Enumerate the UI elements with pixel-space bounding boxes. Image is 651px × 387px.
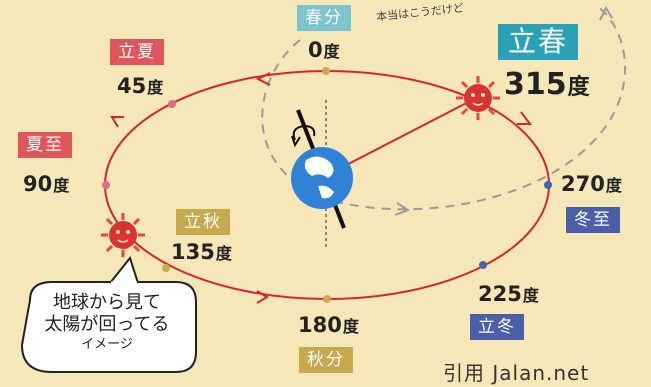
degree-unit: 度: [323, 42, 340, 61]
degree-value: 45: [117, 74, 147, 98]
bubble-line-1: 地球から見て: [53, 292, 161, 313]
speech-bubble: [20, 281, 197, 373]
degree-value: 135: [171, 240, 215, 264]
degree-risshun: 315度: [504, 67, 590, 102]
degree-unit: 度: [342, 317, 359, 336]
speech-bubble-tail: [109, 255, 139, 284]
label-geshi: 夏至: [18, 132, 72, 158]
label-risshu: 立秋: [176, 209, 230, 235]
bubble-line-3: イメージ: [81, 337, 133, 352]
citation-text: 引用 Jalan.net: [443, 361, 590, 385]
orbit-arrow-left: [110, 116, 124, 128]
point-dot-ritto: [479, 261, 487, 269]
degree-toji: 270度: [561, 172, 622, 196]
degree-risshu: 135度: [171, 240, 232, 264]
bubble-line-2: 太陽が回ってる: [44, 314, 170, 335]
label-shunbun: 春分: [297, 5, 351, 31]
point-dot-shubun: [323, 295, 331, 303]
label-toji: 冬至: [566, 207, 620, 233]
degree-value: 315: [504, 67, 567, 102]
degree-rikka: 45度: [117, 74, 163, 98]
degree-value: 90: [23, 172, 53, 196]
orbit-arrow-right: [517, 111, 532, 125]
label-ritto: 立冬: [470, 314, 524, 340]
degree-value: 180: [298, 313, 342, 337]
degree-unit: 度: [605, 176, 622, 195]
degree-unit: 度: [53, 176, 70, 195]
point-dot-rikka: [168, 100, 176, 108]
orbit-arrow-bottom: [256, 290, 269, 304]
true-orbit-arrow: [394, 202, 411, 216]
point-dot-shunbun: [322, 67, 330, 75]
label-risshun: 立春: [498, 24, 579, 60]
degree-unit: 度: [567, 75, 590, 100]
degree-value: 0: [308, 38, 323, 62]
degree-unit: 度: [215, 244, 232, 263]
true-orbit-arrow-top: [599, 5, 613, 21]
speech-bubble-text: 地球から見て 太陽が回ってる イメージ: [22, 292, 192, 354]
label-rikka: 立夏: [110, 39, 164, 65]
point-dot-risshu: [162, 264, 170, 272]
sun-face-icon: [101, 213, 145, 257]
degree-unit: 度: [522, 286, 539, 305]
true-orbit-dashed-path: [261, 4, 626, 211]
orbit-arrow-top: [255, 72, 271, 86]
earth-sun-line: [326, 95, 481, 176]
point-dot-toji: [544, 181, 552, 189]
degree-geshi: 90度: [23, 172, 69, 196]
degree-value: 225: [478, 282, 522, 306]
degree-shubun: 180度: [298, 313, 359, 337]
degree-ritto: 225度: [478, 282, 539, 306]
rotation-arrow-icon: [291, 124, 316, 148]
earth-globe-icon: [291, 109, 353, 229]
degree-shunbun: 0度: [308, 38, 340, 62]
degree-unit: 度: [147, 78, 164, 97]
label-shubun: 秋分: [299, 347, 353, 373]
degree-value: 270: [561, 172, 605, 196]
sun-face-icon: [456, 76, 500, 120]
point-dot-geshi: [102, 181, 110, 189]
